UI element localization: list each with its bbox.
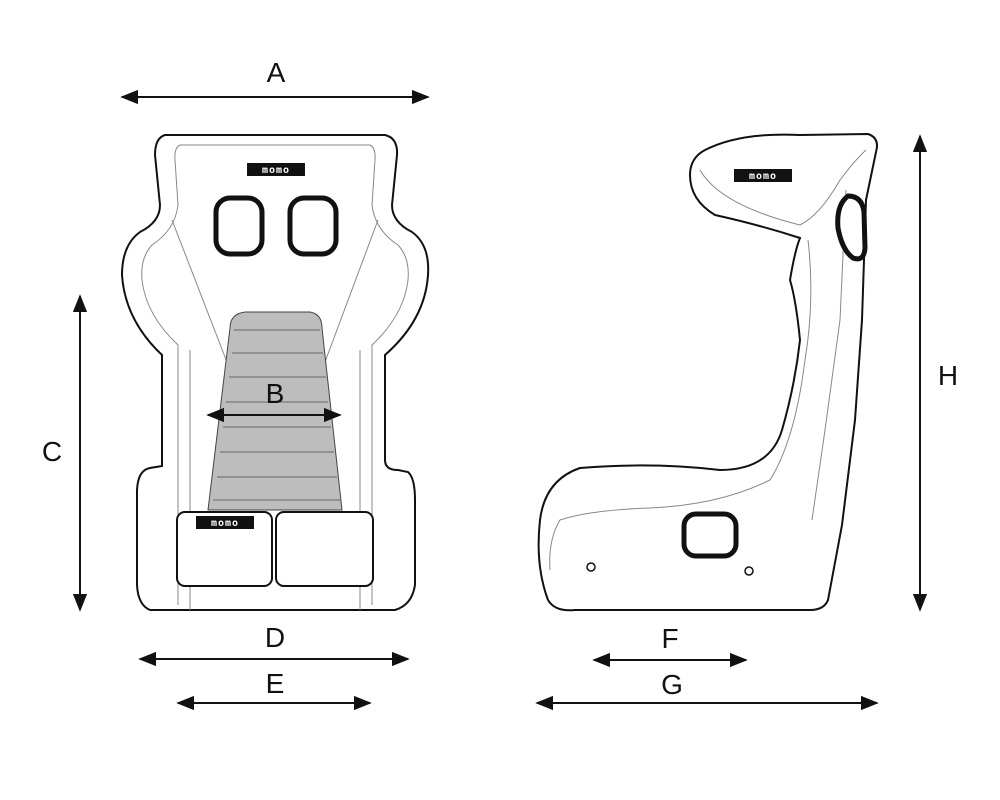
dimension-D: D bbox=[138, 622, 410, 667]
side-view: momo bbox=[537, 132, 878, 612]
dimension-E: E bbox=[176, 668, 372, 711]
side-inner-contour-rear bbox=[811, 189, 847, 521]
harness-slot-left bbox=[213, 195, 265, 257]
side-rivet-rear bbox=[744, 566, 754, 576]
side-lower-slot bbox=[681, 511, 739, 559]
dimension-F-label: F bbox=[661, 623, 678, 654]
dimension-C: C bbox=[42, 294, 88, 612]
front-head-logo-text: momo bbox=[262, 165, 290, 176]
seat-cushion-left bbox=[176, 511, 273, 587]
back-cushion bbox=[207, 311, 343, 511]
side-inner-contour-back bbox=[549, 239, 812, 571]
front-cushion-logo: momo bbox=[196, 516, 254, 529]
dimension-F: F bbox=[592, 623, 748, 668]
dimension-A: A bbox=[120, 57, 430, 105]
front-bolster-line-left bbox=[171, 219, 231, 371]
dimension-D-label: D bbox=[265, 622, 285, 653]
side-head-logo-text: momo bbox=[749, 171, 777, 182]
dimension-C-label: C bbox=[42, 436, 62, 467]
front-view: momo momo bbox=[120, 134, 430, 611]
harness-slot-right bbox=[287, 195, 339, 257]
side-rivet-front bbox=[586, 562, 596, 572]
back-cushion-stitching bbox=[213, 329, 340, 501]
dimension-B: B bbox=[206, 378, 342, 423]
dimension-H: H bbox=[912, 134, 958, 612]
front-cushion-logo-text: momo bbox=[211, 518, 239, 529]
side-head-logo: momo bbox=[734, 169, 792, 182]
front-bolster-line-right bbox=[321, 219, 379, 371]
dimension-G-label: G bbox=[661, 669, 683, 700]
dimension-B-label: B bbox=[266, 378, 285, 409]
front-inner-contour bbox=[180, 144, 409, 605]
seat-cushion-right bbox=[275, 511, 374, 587]
front-inner-contour-left bbox=[141, 144, 181, 605]
dimension-H-label: H bbox=[938, 360, 958, 391]
side-inner-contour bbox=[699, 149, 867, 226]
dimension-G: G bbox=[535, 669, 879, 711]
front-head-logo: momo bbox=[247, 163, 305, 176]
dimension-A-label: A bbox=[267, 57, 286, 88]
dimension-E-label: E bbox=[266, 668, 285, 699]
side-harness-slot bbox=[835, 193, 868, 262]
side-seat-outline bbox=[537, 132, 878, 612]
